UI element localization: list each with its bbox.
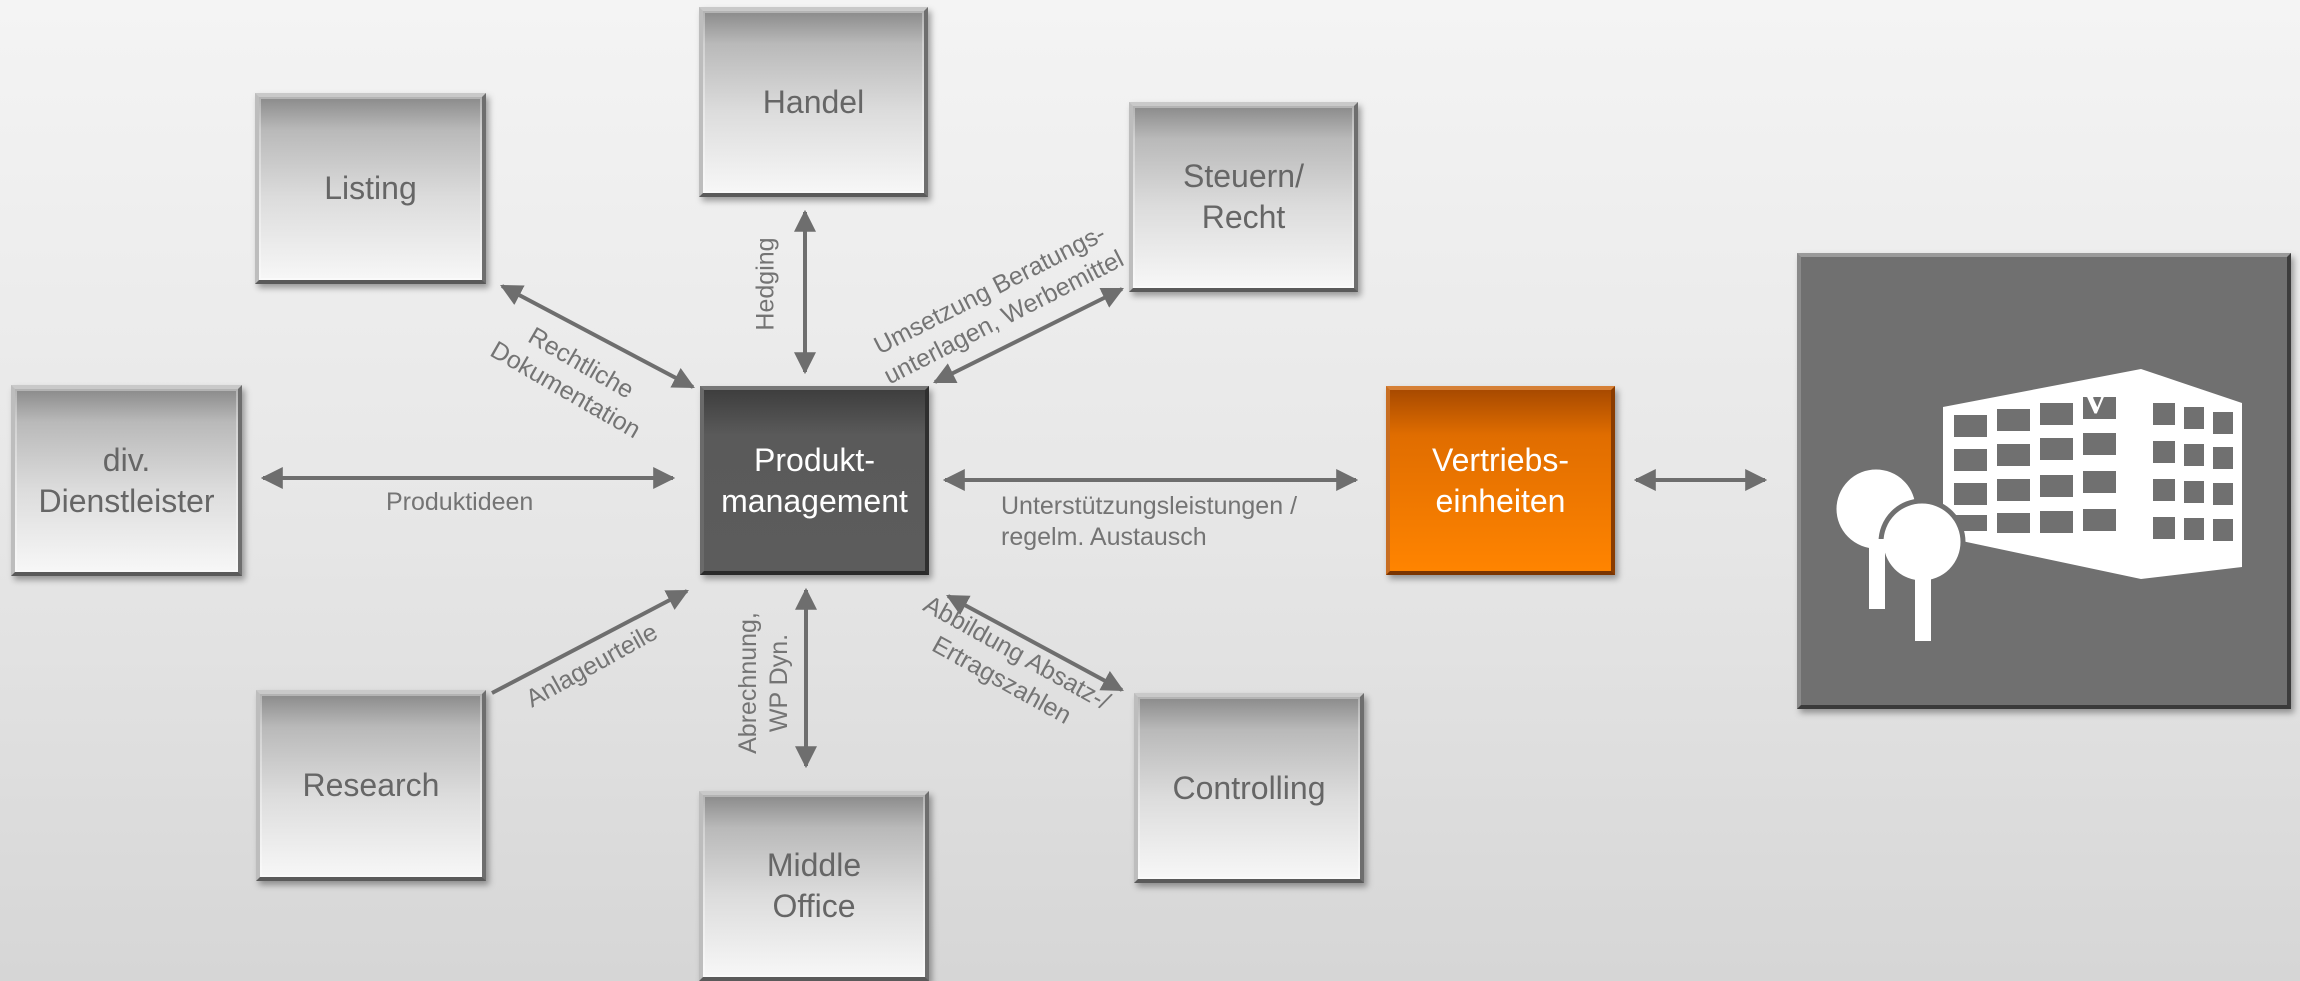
node-produktmanagement: Produkt- management — [700, 386, 929, 575]
arrow-research — [491, 589, 689, 695]
label-unterstuetzung: Unterstützungsleistungen / regelm. Austa… — [1001, 492, 1298, 551]
label-abrechnung: Abrechnung, WP Dyn. — [734, 612, 793, 754]
arrow-steuern — [933, 287, 1124, 384]
node-handel: Handel — [699, 7, 928, 197]
label-produktideen: Produktideen — [386, 488, 534, 516]
node-dienstleister: div. Dienstleister — [11, 385, 242, 576]
label-hedging: Hedging — [751, 237, 780, 331]
node-middle-office: Middle Office — [699, 791, 929, 981]
node-controlling: Controlling — [1134, 693, 1364, 883]
node-steuern-recht: Steuern/ Recht — [1129, 102, 1358, 292]
node-research: Research — [256, 690, 486, 881]
node-vertriebseinheiten: Vertriebs- einheiten — [1386, 386, 1615, 575]
bank-logo-letter: v — [2086, 380, 2105, 422]
arrow-controlling — [946, 594, 1124, 692]
bank-building-icon: v — [1831, 369, 2242, 641]
arrow-listing — [500, 284, 695, 389]
bank-panel: v — [1797, 253, 2291, 709]
node-listing: Listing — [255, 93, 486, 284]
